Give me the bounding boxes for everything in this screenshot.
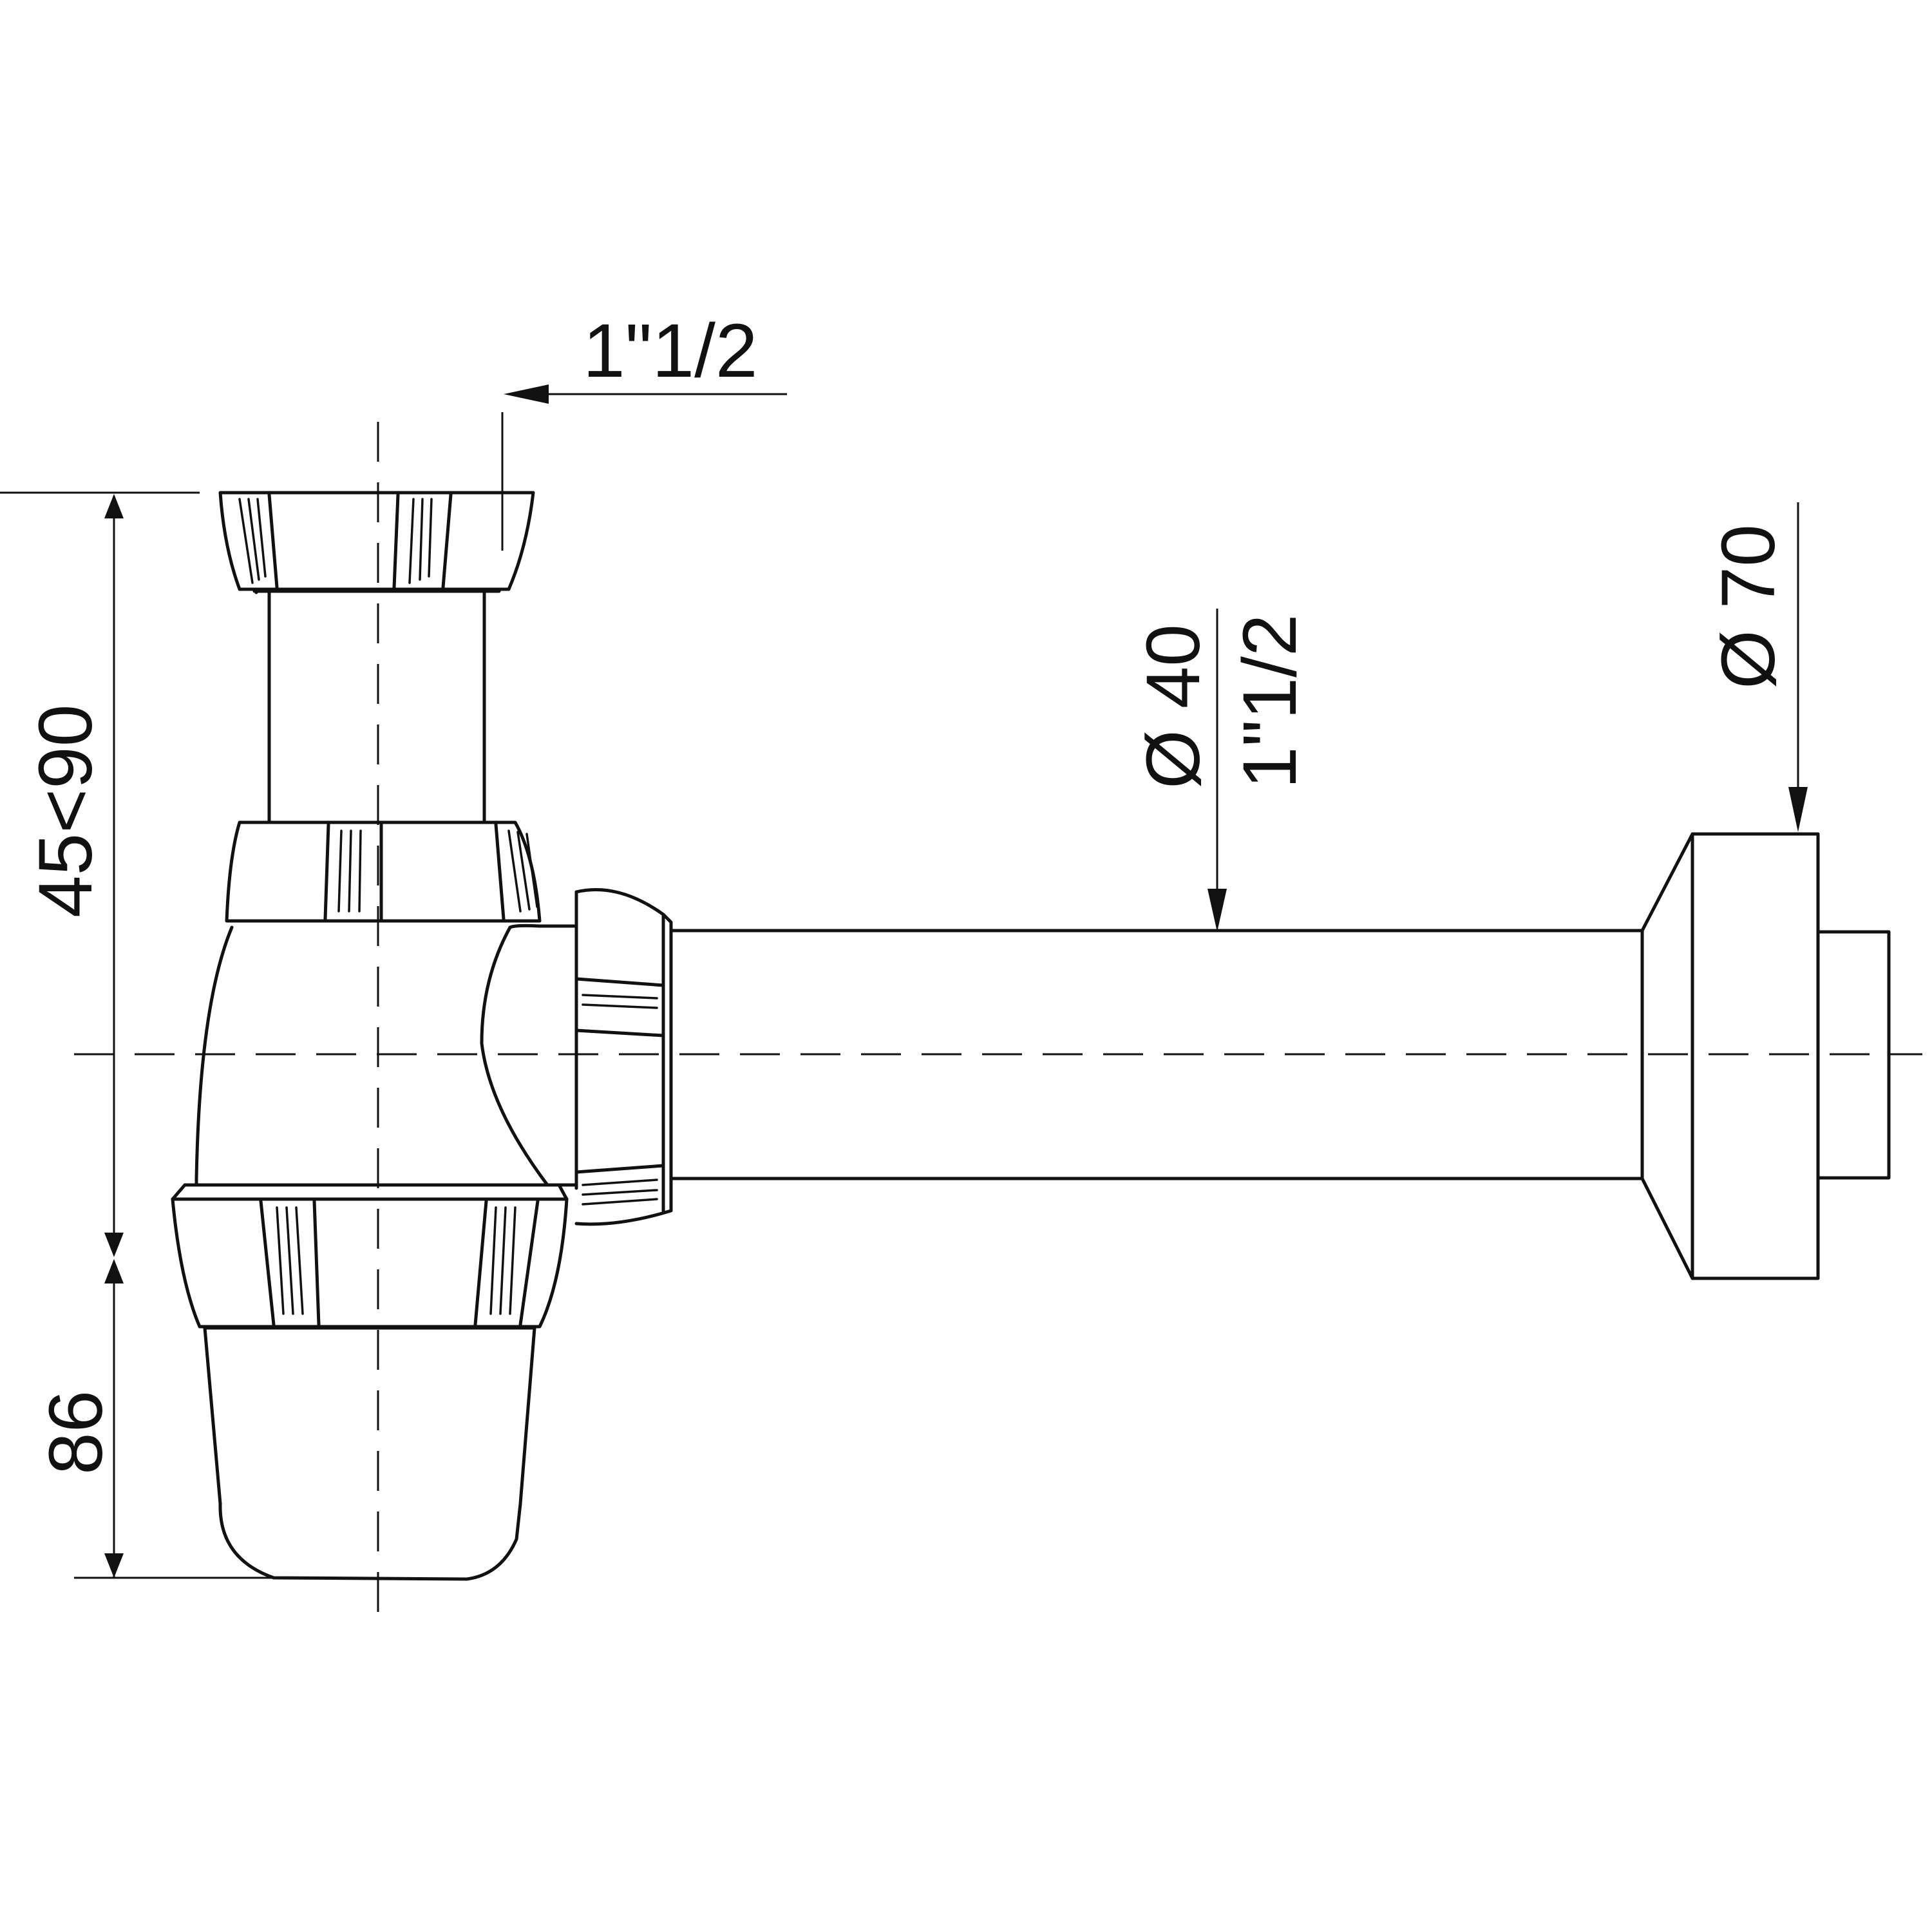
dim-rosette-diameter: Ø 70 [1706, 502, 1808, 832]
inlet-nut [218, 491, 535, 594]
lower-body-nut [171, 1183, 569, 1329]
label-pipe-diameter: Ø 40 [1131, 624, 1216, 789]
outlet-nut [538, 888, 673, 1226]
label-pipe-thread: 1"1/2 [1227, 614, 1312, 789]
dim-trap-depth: 86 [33, 1259, 274, 1579]
inlet-tube [252, 589, 501, 823]
label-height-range: 45<90 [23, 705, 108, 918]
upper-body-nut [225, 820, 542, 923]
outlet-pipe [669, 929, 1644, 1180]
trap-body [194, 923, 549, 1187]
center-axes [74, 422, 1922, 1620]
wall-rosette [1640, 832, 1891, 1280]
dim-pipe-diameter: Ø 40 1"1/2 [1131, 609, 1312, 932]
label-rosette-diameter: Ø 70 [1706, 524, 1791, 689]
dim-inlet-thread: 1"1/2 [501, 308, 787, 551]
dim-height-range: 45<90 [0, 491, 200, 1257]
bottle-cup [203, 1326, 536, 1581]
label-trap-depth: 86 [33, 1390, 118, 1475]
label-inlet-thread: 1"1/2 [583, 308, 758, 393]
